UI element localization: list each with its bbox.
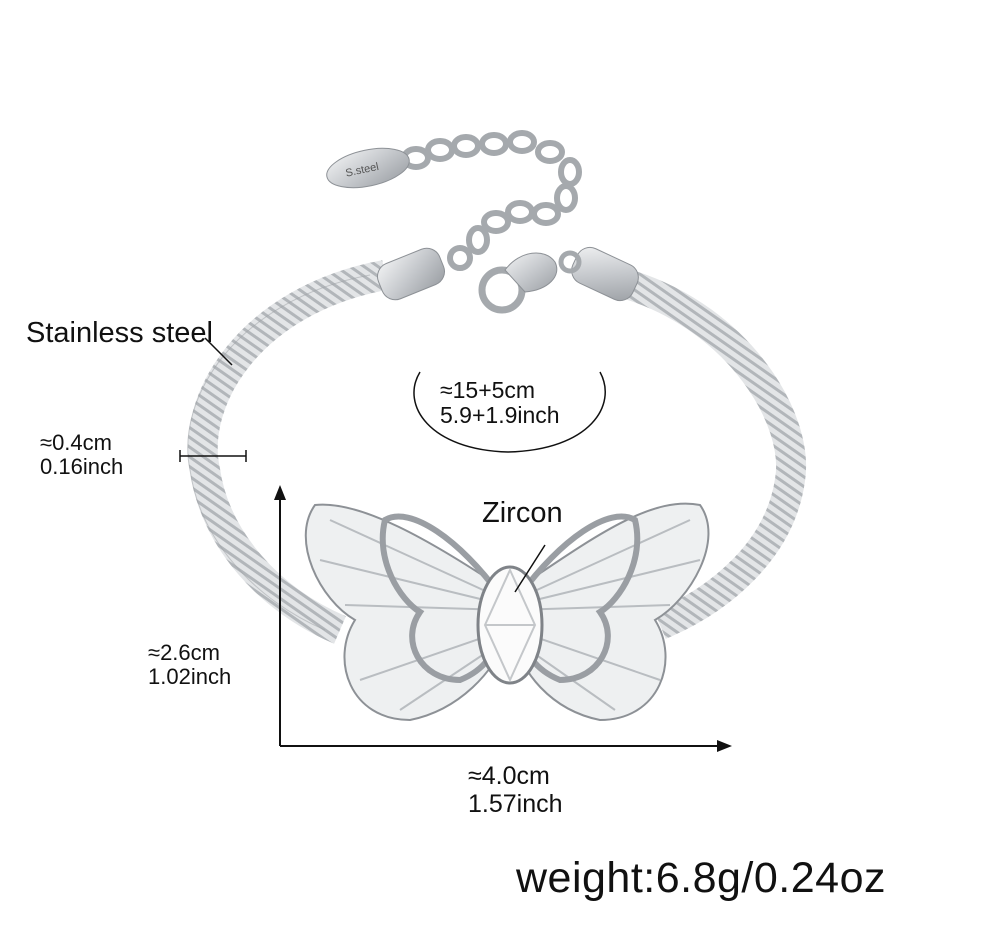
weight-label: weight:6.8g/0.24oz <box>516 854 886 902</box>
extender-chain <box>401 130 582 271</box>
width-cm: ≈0.4cm <box>40 430 112 455</box>
height-inch: 1.02inch <box>148 664 232 690</box>
height-dimension: ≈2.6cm 1.02inch <box>148 640 232 690</box>
lobster-clasp <box>478 250 582 314</box>
span-inch: 1.57inch <box>468 789 563 818</box>
length-inch: 5.9+1.9inch <box>440 402 560 429</box>
dimension-axes <box>274 485 732 752</box>
span-dimension: ≈4.0cm 1.57inch <box>468 762 563 818</box>
snake-chain-right <box>625 270 807 639</box>
end-cap-right <box>571 246 639 302</box>
span-cm: ≈4.0cm <box>468 762 550 790</box>
height-cm: ≈2.6cm <box>148 640 220 665</box>
length-cm: ≈15+5cm <box>440 377 536 403</box>
width-dimension: ≈0.4cm 0.16inch <box>40 430 124 480</box>
steel-tag <box>326 147 410 189</box>
material-label: Stainless steel <box>26 317 213 349</box>
length-dimension: ≈15+5cm 5.9+1.9inch <box>440 377 560 429</box>
annotation-lines <box>179 337 606 593</box>
snake-chain <box>187 260 388 644</box>
butterfly-pendant <box>304 502 710 722</box>
width-inch: 0.16inch <box>40 454 124 480</box>
stone-label: Zircon <box>482 497 563 529</box>
end-cap-left <box>377 247 445 301</box>
